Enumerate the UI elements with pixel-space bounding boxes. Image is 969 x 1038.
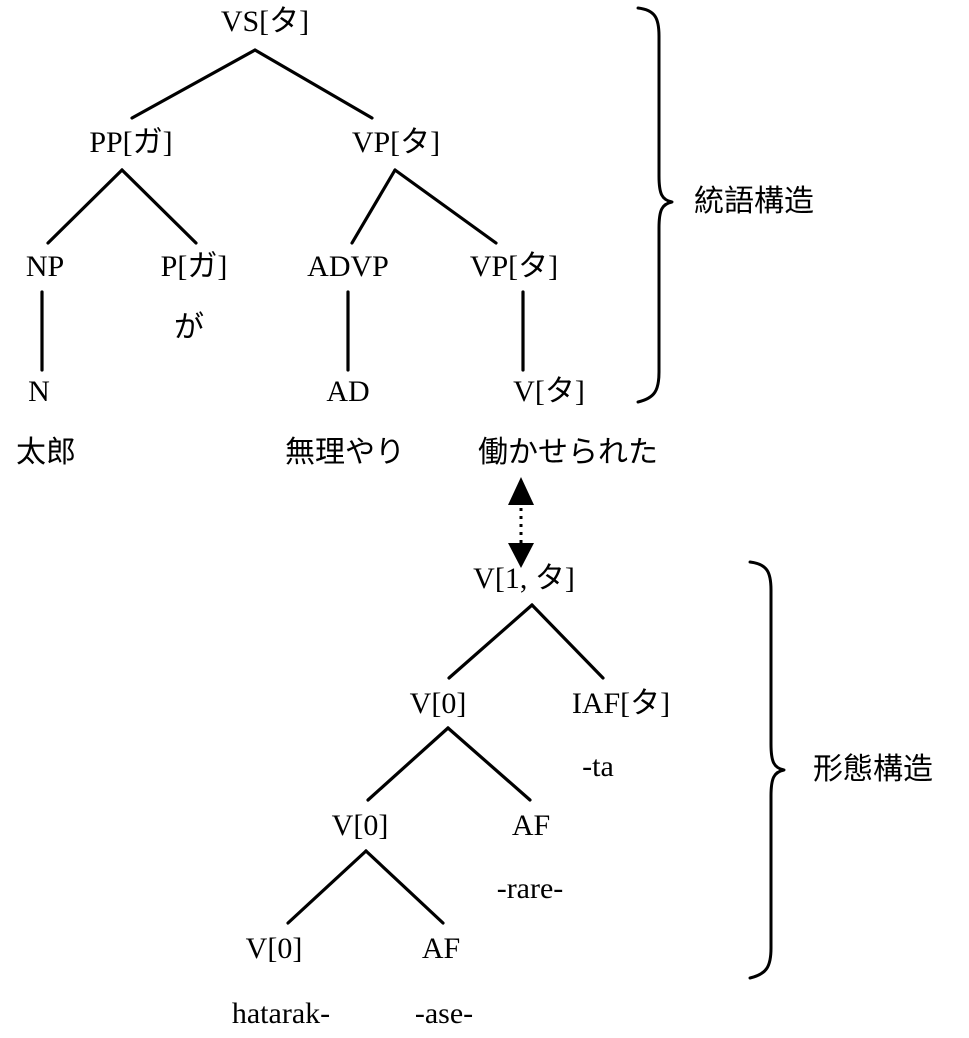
edge-v0mid-to-af-rare bbox=[446, 726, 532, 802]
terminal-ga: が bbox=[174, 311, 204, 344]
terminal-muriyari: 無理やり bbox=[285, 436, 405, 469]
edge-v0low-to-af-ase bbox=[364, 849, 445, 925]
edge-v0mid-to-v0low bbox=[366, 726, 450, 802]
node-np: NP bbox=[26, 250, 64, 283]
terminal-taro: 太郎 bbox=[16, 436, 76, 469]
node-vp-ta-lower: VP[タ] bbox=[470, 250, 558, 283]
terminal-hatarakaserareta: 働かせられた bbox=[478, 436, 658, 469]
node-ad: AD bbox=[326, 375, 369, 408]
node-vp-ta-upper: VP[タ] bbox=[352, 126, 440, 159]
morphological-structure-brace bbox=[748, 560, 786, 980]
terminal-rare: -rare- bbox=[497, 872, 564, 905]
morphological-tree-nodes: V[1, タ] V[0] IAF[タ] V[0] AF V[0] AF bbox=[246, 562, 670, 965]
node-v0-leaf: V[0] bbox=[246, 932, 303, 965]
node-iaf-ta: IAF[タ] bbox=[572, 687, 670, 720]
node-v0-low: V[0] bbox=[332, 809, 389, 842]
edge-v1-to-v0mid bbox=[447, 603, 534, 680]
node-v0-mid: V[0] bbox=[410, 687, 467, 720]
correspondence-arrow-head-down bbox=[508, 543, 534, 568]
node-advp: ADVP bbox=[307, 250, 389, 283]
node-v1-ta-root: V[1, タ] bbox=[473, 562, 575, 595]
syntactic-tree-edges bbox=[40, 48, 525, 372]
edge-vs-to-pp bbox=[130, 48, 257, 120]
edge-vp1-to-vp2 bbox=[393, 168, 498, 245]
node-p-ga: P[ガ] bbox=[161, 250, 228, 283]
node-pp-ga: PP[ガ] bbox=[89, 126, 172, 159]
morphological-structure-label: 形態構造 bbox=[813, 753, 933, 786]
edge-v1-to-iaf bbox=[530, 603, 605, 680]
node-af-ase: AF bbox=[422, 932, 460, 965]
terminal-hatarak: hatarak- bbox=[232, 997, 330, 1030]
edge-vp1-to-advp bbox=[350, 168, 397, 245]
morphological-tree-edges bbox=[286, 603, 605, 925]
terminal-ta: -ta bbox=[582, 750, 614, 783]
node-v-ta: V[タ] bbox=[513, 375, 585, 408]
edge-pp-to-p bbox=[120, 168, 198, 245]
morphological-structure-brace-group: 形態構造 bbox=[748, 560, 933, 980]
terminal-ase: -ase- bbox=[415, 997, 473, 1030]
edge-vs-to-vp1 bbox=[253, 48, 374, 120]
node-af-rare: AF bbox=[512, 809, 550, 842]
syntactic-structure-brace-group: 統語構造 bbox=[636, 6, 814, 404]
node-vs-root: VS[タ] bbox=[221, 5, 309, 38]
edge-v0low-to-v0leaf bbox=[286, 849, 368, 925]
morphological-tree-terminals: -ta -rare- hatarak- -ase- bbox=[232, 750, 614, 1030]
edge-pp-to-np bbox=[46, 168, 124, 245]
correspondence-arrow bbox=[508, 477, 534, 568]
syntactic-structure-brace bbox=[636, 6, 674, 404]
syntactic-tree-terminals: 太郎 が 無理やり 働かせられた bbox=[16, 311, 658, 469]
syntactic-structure-label: 統語構造 bbox=[694, 185, 814, 218]
correspondence-arrow-head-up bbox=[508, 477, 534, 505]
node-n: N bbox=[28, 375, 50, 408]
syntactic-tree-nodes: VS[タ] PP[ガ] VP[タ] NP P[ガ] ADVP VP[タ] N A… bbox=[26, 5, 585, 408]
